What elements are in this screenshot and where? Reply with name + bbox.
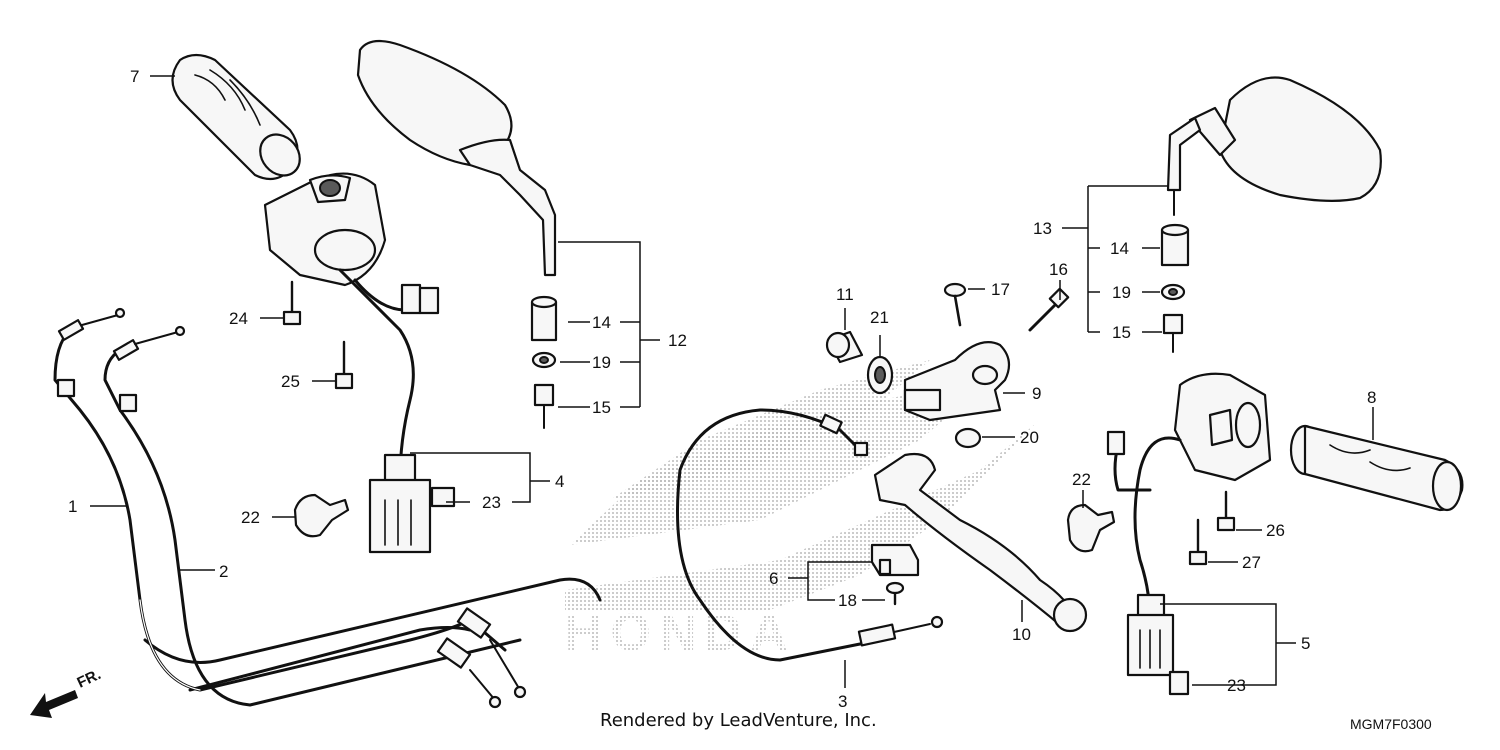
bolt-27 [1188,518,1208,566]
left-mirror-hardware [530,295,558,429]
rendered-by-credit: Rendered by LeadVenture, Inc. [600,710,877,731]
front-direction-indicator: FR. [30,666,104,718]
callout-13: 13 [1033,219,1052,238]
bolt-25 [334,340,354,390]
callout-8: 8 [1367,388,1376,407]
callout-19-right: 19 [1112,283,1131,302]
honda-watermark-text: HONDA [565,604,796,662]
callout-2: 2 [219,562,228,581]
cable-band-right [1066,503,1116,553]
callout-15-left: 15 [592,398,611,417]
right-grip [1289,424,1464,512]
callout-16: 16 [1049,260,1068,279]
callout-14-right: 14 [1110,239,1129,258]
cable-adjuster [825,330,864,364]
callout-24: 24 [229,309,248,328]
screw-18 [885,581,905,606]
right-mirror [1166,76,1382,216]
callout-11: 11 [836,285,854,304]
right-mirror-hardware [1160,223,1190,353]
callout-27: 27 [1242,553,1261,572]
callout-20: 20 [1020,428,1039,447]
callout-6: 6 [769,569,778,588]
callout-numbers: 7 24 25 1 2 22 23 4 14 19 15 12 11 21 17… [68,67,1376,711]
callout-22-right: 22 [1072,470,1091,489]
bolt-17 [943,282,967,327]
callout-21: 21 [870,308,889,327]
connector-clip-right [1168,670,1190,696]
callout-7: 7 [130,67,139,86]
clutch-lever [873,452,1088,633]
callout-15-right: 15 [1112,323,1131,342]
cable-band-left [293,493,350,538]
right-harness-connector [1106,430,1175,677]
callout-22-left: 22 [241,508,260,527]
adjuster-ring [866,355,894,395]
callout-12: 12 [668,331,687,350]
callout-17: 17 [991,280,1010,299]
bolt-16 [1028,287,1070,332]
callout-18: 18 [838,591,857,610]
callout-23-left: 23 [482,493,501,512]
bolt-24 [282,280,302,326]
throttle-cables [53,307,602,709]
right-switch-housing [1173,372,1272,482]
nut-20 [954,427,982,449]
left-harness-connector [368,283,440,554]
callout-23-right: 23 [1227,676,1246,695]
bolt-26 [1216,490,1236,532]
callout-9: 9 [1032,384,1041,403]
left-mirror [356,39,557,277]
callout-10: 10 [1012,625,1031,644]
clutch-cable [676,408,944,662]
connector-clip-left [430,486,456,508]
callout-1: 1 [68,497,77,516]
callout-leaders [90,75,1374,688]
diagram-code: MGM7F0300 [1350,716,1432,732]
clutch-lever-bracket [903,341,1011,422]
left-switch-housing [263,172,387,287]
callout-4: 4 [555,472,564,491]
left-grip [171,53,301,181]
callout-26: 26 [1266,521,1285,540]
callout-19-left: 19 [592,353,611,372]
callout-3: 3 [838,692,847,711]
callout-14-left: 14 [592,313,611,332]
callout-25: 25 [281,372,300,391]
callout-5: 5 [1301,634,1310,653]
clutch-switch [870,543,920,577]
front-direction-label: FR. [75,666,104,692]
